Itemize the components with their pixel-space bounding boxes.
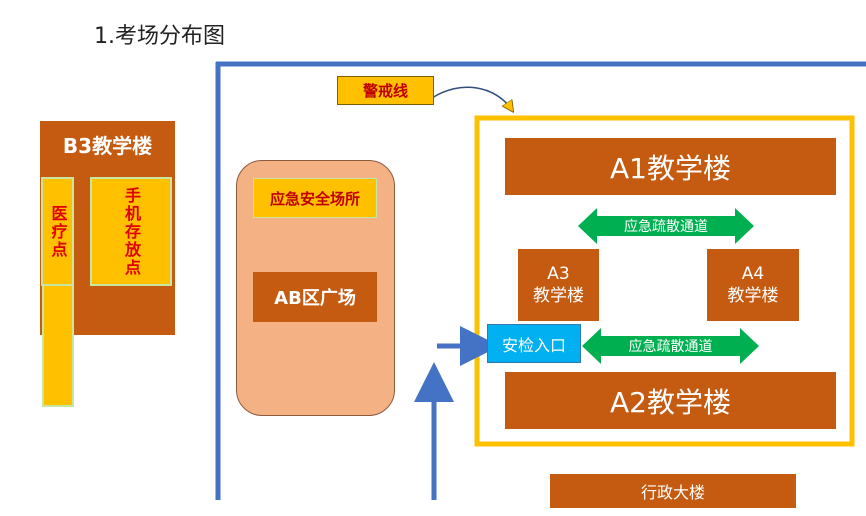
evac-arrow-top <box>578 208 754 244</box>
a1-building: A1教学楼 <box>505 138 836 195</box>
b3-building-label: B3教学楼 <box>62 133 153 158</box>
phone-storage-label: 手机存放点 <box>122 186 141 277</box>
medical-point-label: 医疗点 <box>48 204 68 259</box>
plaza-label: AB区广场 <box>253 272 377 322</box>
security-entrance: 安检入口 <box>487 324 581 363</box>
a2-building: A2教学楼 <box>505 372 836 429</box>
evac-route-top-label: 应急疏散通道 <box>624 219 708 235</box>
evac-route-bottom-label: 应急疏散通道 <box>628 339 713 355</box>
a3-building-line2: 教学楼 <box>533 286 584 306</box>
evac-arrow-bottom <box>582 328 759 364</box>
a4-building: A4 教学楼 <box>707 249 799 321</box>
cordon-line <box>474 115 855 447</box>
phone-storage-box: 手机存放点 <box>90 177 172 286</box>
page-title: 1.考场分布图 <box>94 24 225 49</box>
emergency-safety-area: 应急安全场所 <box>253 178 377 218</box>
a4-building-line1: A4 <box>741 264 765 284</box>
cordon-arrow <box>431 86 512 110</box>
admin-building: 行政大楼 <box>550 474 796 508</box>
cordon-label: 警戒线 <box>337 76 434 105</box>
a3-building-line1: A3 <box>547 264 570 284</box>
medical-point-box: 医疗点 <box>41 177 74 286</box>
a4-building-line2: 教学楼 <box>727 286 779 306</box>
a3-building: A3 教学楼 <box>518 249 599 321</box>
